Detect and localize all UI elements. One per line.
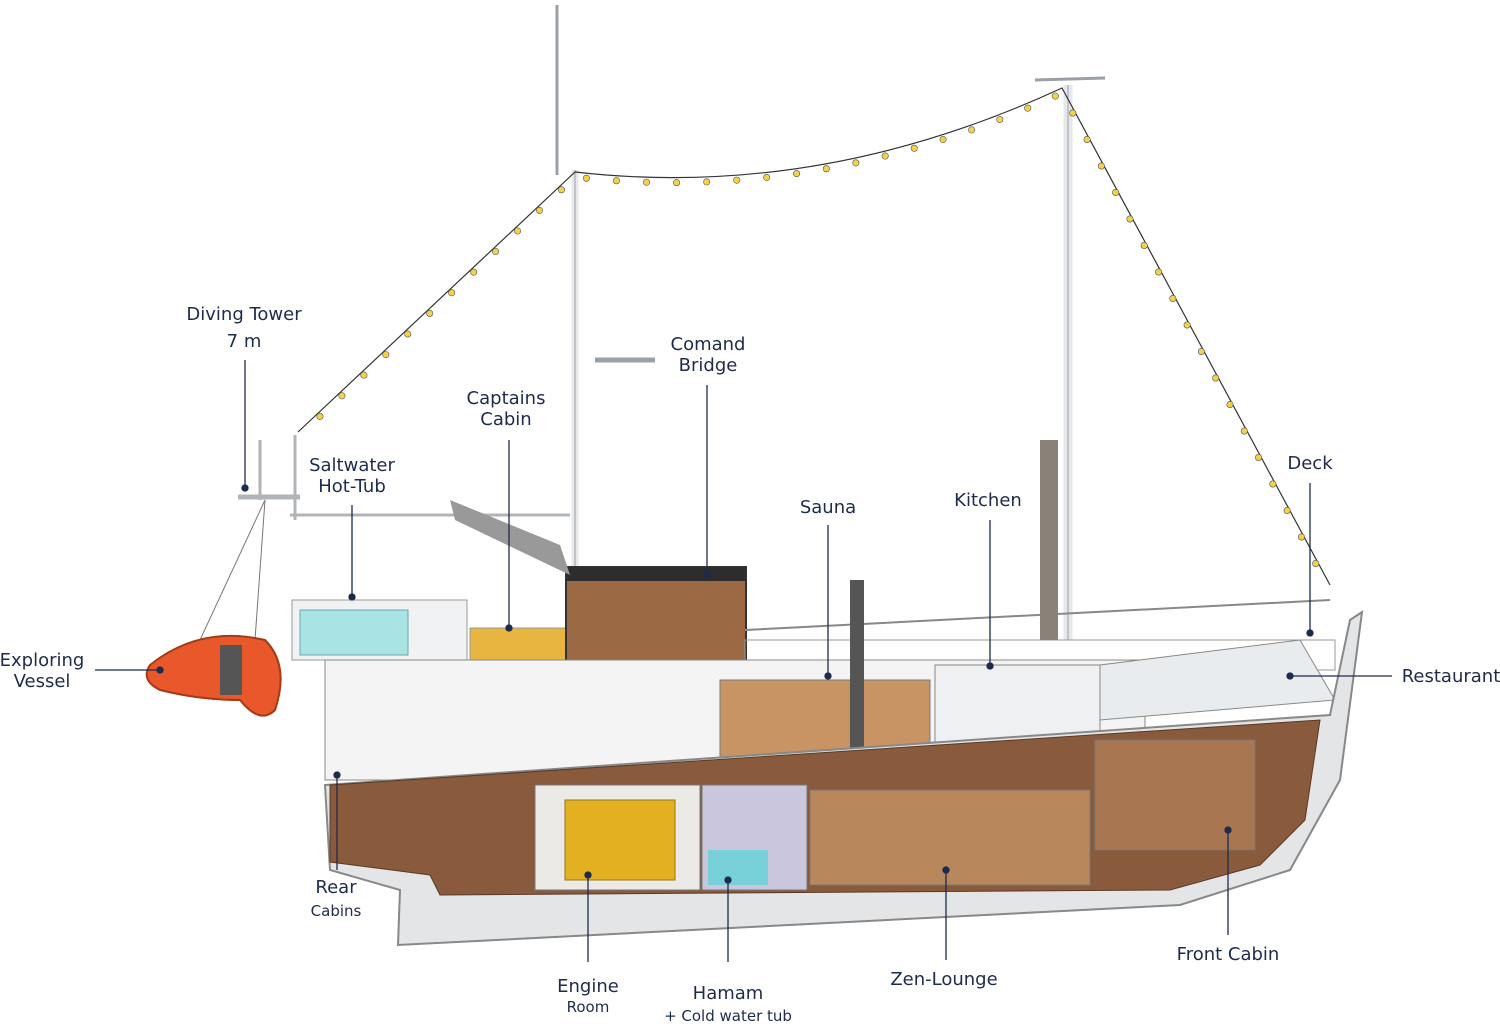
label-line: Comand	[670, 334, 746, 355]
light-bulb	[1255, 453, 1263, 461]
label-line: Hamam	[692, 983, 764, 1004]
light-bulb	[852, 159, 860, 167]
label-hamam: Hamam + Cold water tub	[664, 983, 792, 1024]
light-bulb	[1126, 215, 1134, 223]
light-bulb	[733, 176, 741, 184]
diving-tower	[238, 435, 570, 520]
light-bulb	[612, 177, 620, 185]
light-bulb	[404, 330, 412, 338]
light-bulb	[1283, 506, 1291, 514]
light-bulb	[382, 351, 390, 359]
light-bulb	[1269, 480, 1277, 488]
light-bulb	[535, 206, 543, 214]
light-bulb	[1112, 188, 1120, 196]
light-bulb	[822, 165, 830, 173]
light-bulb	[1240, 427, 1248, 435]
label-line: Bridge	[678, 355, 738, 376]
exploring-vessel-boat	[145, 499, 282, 717]
label-line: Saltwater	[309, 455, 395, 476]
light-bulb	[881, 152, 889, 160]
light-bulb	[1226, 400, 1234, 408]
light-bulb	[1312, 559, 1320, 567]
light-bulb	[470, 268, 478, 276]
light-bulb	[360, 371, 368, 379]
light-bulb	[1069, 109, 1077, 117]
light-bulb	[968, 126, 976, 134]
light-bulb	[1155, 268, 1163, 276]
light-bulb	[1140, 241, 1148, 249]
light-bulb	[1197, 347, 1205, 355]
light-bulb	[910, 144, 918, 152]
light-bulb	[1083, 135, 1091, 143]
label-line: + Cold water tub	[664, 1007, 792, 1024]
light-bulb	[514, 227, 522, 235]
light-bulb	[1024, 104, 1032, 112]
light-bulb	[1169, 294, 1177, 302]
light-bulb	[793, 170, 801, 178]
label-line: Cabin	[480, 409, 532, 430]
light-bulb	[316, 412, 324, 420]
label-line: 7 m	[226, 331, 262, 352]
label-line: Hot-Tub	[318, 476, 386, 497]
label-kitchen: Kitchen	[954, 490, 1022, 511]
label-line: Diving Tower	[186, 304, 302, 325]
label-line: Captains	[466, 388, 546, 409]
light-bulb	[492, 248, 500, 256]
light-bulb	[338, 392, 346, 400]
light-bulb	[996, 115, 1004, 123]
light-bulb	[557, 186, 565, 194]
leader-lines	[95, 360, 1392, 962]
light-bulb	[1212, 374, 1220, 382]
label-sauna: Sauna	[799, 497, 857, 518]
label-deck: Deck	[1287, 453, 1333, 474]
light-bulb	[582, 174, 590, 182]
string-lights	[297, 87, 1331, 586]
label-diving-tower: Diving Tower 7 m	[186, 304, 301, 352]
label-line: Room	[566, 998, 610, 1016]
label-zen-lounge: Zen-Lounge	[890, 969, 998, 990]
label-line: Cabins	[310, 902, 362, 920]
hull	[323, 609, 1364, 947]
label-line: Engine	[557, 976, 619, 997]
light-bulb	[1097, 162, 1105, 170]
label-front-cabin: Front Cabin	[1176, 944, 1280, 965]
light-bulb	[426, 309, 434, 317]
light-bulb	[1183, 321, 1191, 329]
light-bulb	[939, 136, 947, 144]
light-bulb	[1051, 92, 1059, 100]
light-bulb	[1297, 533, 1305, 541]
label-line: Exploring	[0, 650, 85, 671]
label-line: Vessel	[13, 671, 71, 692]
light-bulb	[448, 289, 456, 297]
label-restaurant: Restaurant	[1401, 666, 1500, 687]
light-bulb	[642, 178, 650, 186]
light-bulb	[703, 178, 711, 186]
light-bulb	[763, 173, 771, 181]
label-line: Rear	[315, 877, 357, 898]
light-bulb	[673, 179, 681, 187]
